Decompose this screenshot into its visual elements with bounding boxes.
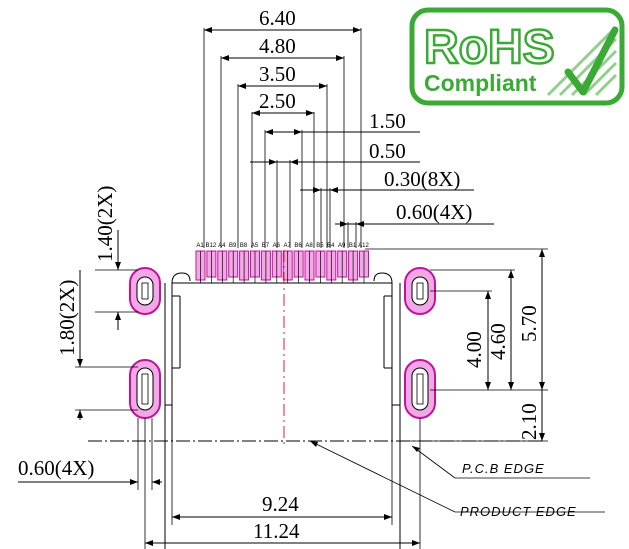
dim-0-60-4x-top: 0.60(4X): [396, 200, 472, 224]
dim-2-50: 2.50: [259, 89, 296, 113]
dim-1-50: 1.50: [369, 109, 406, 133]
edge-callouts: P.C.B EDGE PRODUCT EDGE: [309, 440, 605, 519]
pin-label-b8: B8: [240, 243, 248, 249]
pin-label-a6: A6: [273, 243, 281, 249]
pin-label-b5: B5: [316, 243, 324, 249]
product-edge-label: PRODUCT EDGE: [460, 504, 577, 519]
rohs-badge: RoHS Compliant: [409, 7, 625, 106]
pin-label-b6: B6: [294, 243, 302, 249]
dim-4-00: 4.00: [462, 331, 486, 368]
bottom-dimensions: 9.24 11.24: [144, 418, 421, 549]
checkmark-icon: [564, 26, 619, 96]
dim-1-40-2x: 1.40(2X): [93, 186, 117, 262]
pin-label-a5: A5: [251, 243, 259, 249]
left-dimensions: 1.40(2X) 1.80(2X) 0.60(4X): [18, 186, 162, 490]
dim-11-24: 11.24: [253, 519, 300, 543]
dim-9-24: 9.24: [262, 492, 299, 516]
pin-label-b12: B12: [206, 243, 217, 249]
pin-label-b9: B9: [229, 243, 237, 249]
rohs-subtitle: Compliant: [424, 70, 537, 96]
pin-label-a8: A8: [305, 243, 313, 249]
pcb-edge-label: P.C.B EDGE: [462, 461, 545, 476]
dim-0-60-4x-left: 0.60(4X): [18, 456, 94, 480]
dim-4-60: 4.60: [486, 323, 510, 360]
dim-2-10: 2.10: [517, 403, 541, 440]
pin-label-a1: A1: [196, 243, 204, 249]
pin-label-b4: B4: [327, 243, 335, 249]
dim-0-30-8x: 0.30(8X): [384, 167, 460, 191]
pin-label-b7: B7: [262, 243, 270, 249]
top-dimensions: 6.40 4.80 3.50 2.50 1.50 0.50 0.30(8X) 0…: [203, 6, 494, 248]
dim-5-70: 5.70: [517, 305, 541, 342]
dim-6-40: 6.40: [259, 6, 296, 30]
pin-label-a12: A12: [358, 243, 369, 249]
dim-0-50: 0.50: [369, 139, 406, 163]
pin-label-b1: B1: [349, 243, 357, 249]
mounting-slots: [129, 267, 436, 419]
contact-pads: [195, 250, 369, 283]
pin-label-a7: A7: [284, 243, 292, 249]
dim-4-80: 4.80: [259, 34, 296, 58]
rohs-title: RoHS: [424, 21, 555, 74]
right-dimensions: 4.00 4.60 5.70 2.10: [365, 248, 548, 442]
dim-1-80-2x: 1.80(2X): [55, 280, 79, 356]
dim-3-50: 3.50: [259, 62, 296, 86]
pin-label-a4: A4: [218, 243, 226, 249]
pin-label-a9: A9: [338, 243, 346, 249]
